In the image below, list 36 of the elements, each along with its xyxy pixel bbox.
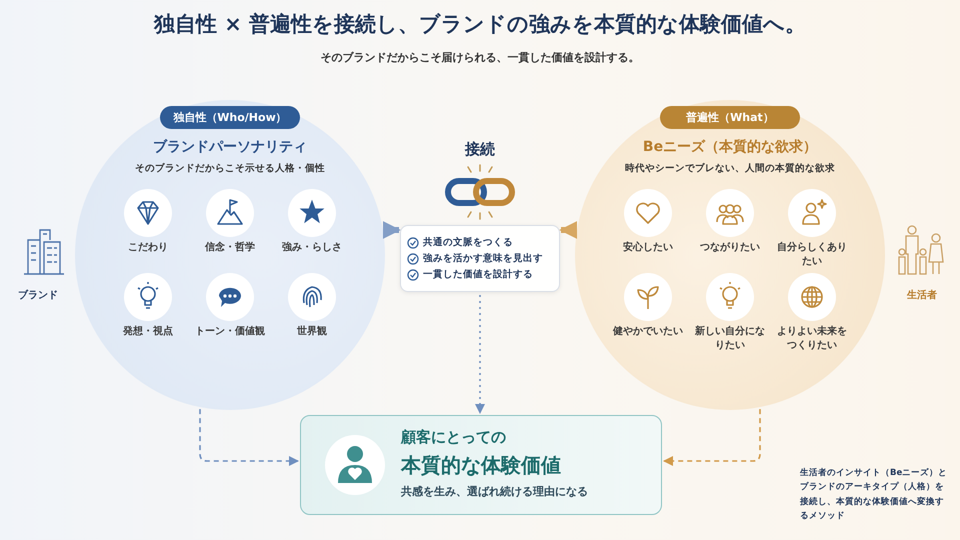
- item-label: 信念・哲学: [204, 241, 256, 254]
- section-subtitle: 時代やシーンでブレない、人間の本質的な欲求: [624, 162, 836, 175]
- item-label: 安心したい: [622, 241, 674, 254]
- method-note: 生活者のインサイト（Beニーズ）とブランドのアーキタイプ（人格）を接続し、本質的な体験価値へ変換するメソッド: [800, 466, 948, 524]
- item-label: 発想・視点: [122, 325, 174, 338]
- card-heading: 本質的な体験価値: [401, 452, 561, 479]
- card-subtitle: 共感を生み、選ばれ続ける理由になる: [401, 484, 588, 499]
- item-label: つながりたい: [699, 241, 761, 254]
- item-label: 自分らしくありたい: [777, 241, 847, 268]
- section-title: 接続: [465, 140, 495, 159]
- item-label: トーン・価値観: [195, 325, 265, 338]
- item-label: 強み・らしさ: [281, 241, 343, 254]
- checklist-item: 一貫した価値を設計する: [423, 268, 533, 281]
- item-label: こだわり: [127, 241, 169, 254]
- dashed-arrow: [475, 295, 485, 414]
- result-card: [300, 415, 662, 515]
- arrow: [382, 221, 401, 239]
- item-label: 世界観: [296, 325, 328, 338]
- checklist-item: 強みを活かす意味を見出す: [423, 252, 543, 265]
- item-label: 健やかでいたい: [613, 325, 683, 338]
- dashed-arrow: [663, 409, 761, 466]
- section-subtitle: そのブランドだからこそ示せる人格・個性: [134, 162, 326, 175]
- item-label: よりよい未来をつくりたい: [777, 325, 847, 352]
- section-title: Beニーズ（本質的な欲求）: [642, 138, 818, 156]
- section-title: ブランドパーソナリティ: [152, 138, 308, 156]
- arrow: [559, 221, 578, 239]
- page-subtitle: そのブランドだからこそ届けられる、一貫した価値を設計する。: [320, 50, 640, 65]
- category-pill: 独自性（Who/How）: [160, 106, 300, 129]
- card-heading: 顧客にとっての: [401, 428, 506, 447]
- page-title: 独自性 × 普遍性を接続し、ブランドの強みを本質的な体験価値へ。: [152, 11, 808, 38]
- category-pill: 普遍性（What）: [660, 106, 800, 129]
- side-label: ブランド: [17, 288, 59, 302]
- side-label: 生活者: [906, 288, 938, 302]
- item-label: 新しい自分になりたい: [695, 325, 765, 352]
- checklist-item: 共通の文脈をつくる: [423, 236, 513, 249]
- dashed-arrow: [199, 409, 299, 466]
